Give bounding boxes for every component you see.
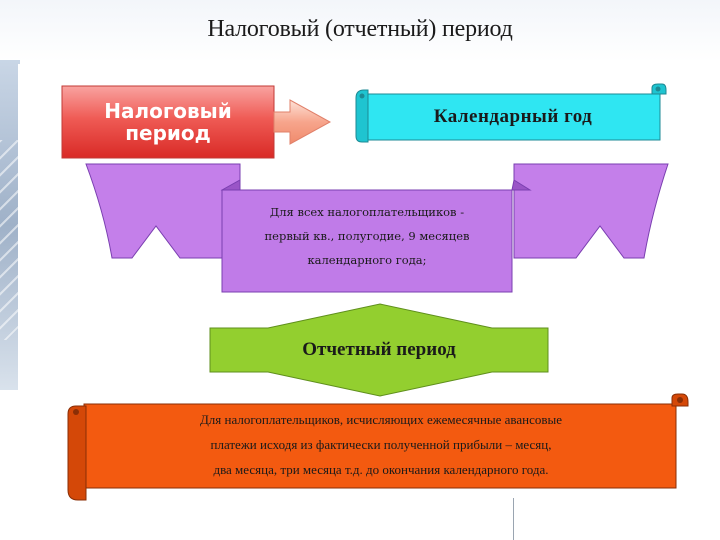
all-taxpayers-text: Для всех налогоплательщиков - первый кв.… xyxy=(264,205,470,267)
calendar-year-scroll xyxy=(355,83,667,143)
background-pattern xyxy=(0,140,20,340)
reporting-period-arrow xyxy=(209,303,549,397)
advance-payers-scroll xyxy=(67,393,689,501)
right-arrow-icon xyxy=(273,99,332,145)
reporting-period-label: Отчетный период xyxy=(302,339,456,360)
divider-line xyxy=(513,498,514,540)
slide-title: Налоговый (отчетный) период xyxy=(207,16,513,42)
tax-period-box xyxy=(61,85,275,159)
all-taxpayers-ribbon xyxy=(85,163,669,293)
tax-period-label: Налоговый период xyxy=(104,99,232,145)
advance-payers-text: Для налогоплательщиков, исчисляющих ежем… xyxy=(199,411,563,477)
header-band xyxy=(0,0,720,62)
calendar-year-label: Календарный год xyxy=(433,106,593,127)
